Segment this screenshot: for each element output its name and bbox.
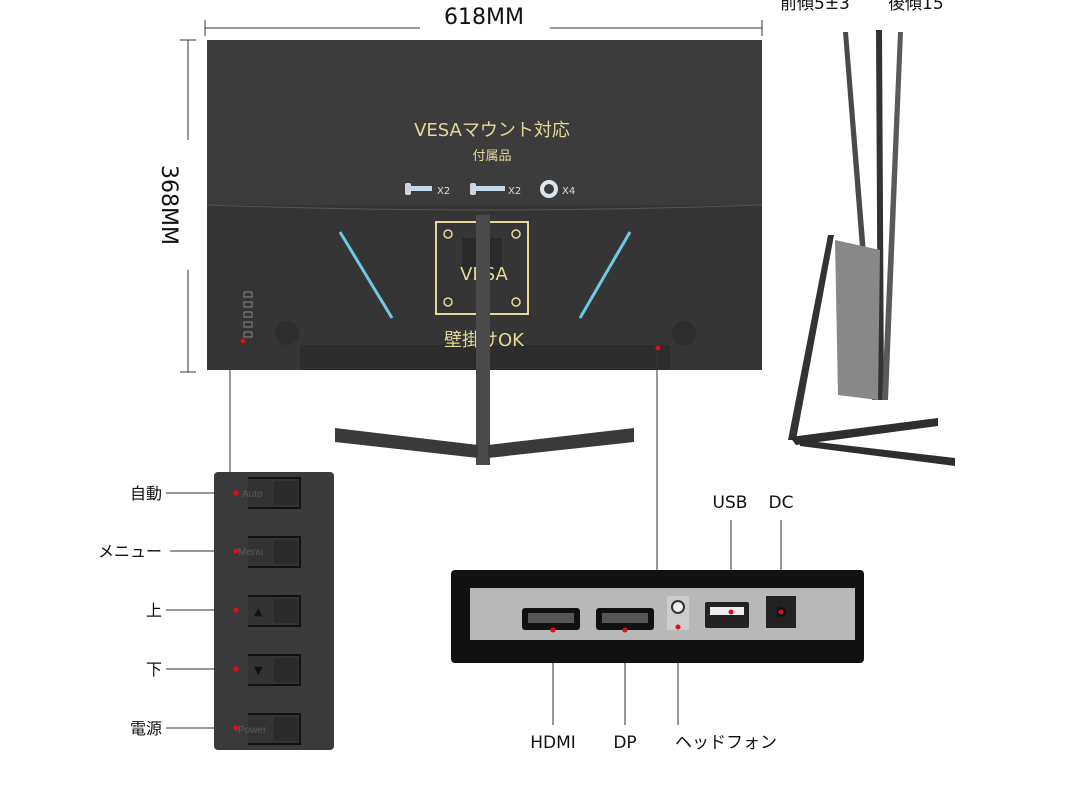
dp-label: DP [613, 733, 636, 753]
accessory-screw-2: X2 [470, 183, 521, 197]
height-label: 368MM [156, 165, 181, 245]
height-dimension: 368MM [156, 39, 196, 373]
tilt-backward-label: 後傾15 [888, 0, 944, 14]
button-label: メニュー [98, 542, 162, 561]
button-label: 自動 [130, 484, 162, 503]
usb-label: USB [713, 493, 748, 513]
vesa-title: VESAマウント対応 [414, 120, 570, 141]
speaker-grille-left [275, 321, 299, 345]
osd-button-auto[interactable]: 自動 Auto [130, 477, 301, 509]
stand-neck [476, 215, 490, 465]
screw-icon [405, 183, 411, 195]
tilt-forward-label: 前傾5±3 [780, 0, 850, 14]
accessory-screw-1: X2 [405, 183, 450, 197]
button-key: ▲ [254, 605, 263, 618]
accessory-qty: X2 [437, 186, 450, 197]
accessories-title: 付属品 [472, 149, 511, 164]
dc-label: DC [769, 493, 794, 513]
width-label: 618MM [444, 5, 524, 30]
dc-port [766, 596, 796, 628]
osd-button-power[interactable]: 電源 Power [130, 713, 301, 745]
accent-line-left [338, 231, 394, 319]
button-key: ▼ [254, 664, 263, 677]
button-key: Menu [238, 547, 263, 558]
accessory-qty: X4 [562, 186, 575, 197]
width-dimension: 618MM [204, 4, 763, 36]
washer-icon [540, 180, 558, 198]
port-panel [451, 570, 864, 663]
hdmi-label: HDMI [530, 733, 576, 753]
stand-foot-left [335, 428, 478, 458]
button-key: Auto [242, 489, 263, 500]
stand-foot-right [488, 428, 634, 458]
button-label: 下 [146, 660, 162, 679]
side-view [788, 30, 955, 466]
button-label: 電源 [130, 719, 162, 738]
osd-button-up[interactable]: 上 ▲ [146, 595, 301, 627]
usb-port [705, 602, 749, 628]
side-buttons [243, 291, 253, 338]
monitor-back: VESAマウント対応 付属品 X2 X2 X4 VESA 壁掛けOK [206, 40, 763, 465]
accessory-washer: X4 [540, 180, 575, 198]
speaker-grille-right [672, 321, 696, 345]
osd-button-menu[interactable]: メニュー Menu [98, 536, 301, 568]
osd-button-down[interactable]: 下 ▼ [146, 654, 301, 686]
accent-line-right [578, 231, 632, 319]
headphone-label: ヘッドフォン [675, 733, 777, 753]
button-label: 上 [146, 601, 162, 620]
hdmi-port [522, 608, 580, 633]
screw-icon [470, 183, 476, 195]
button-key: Power [238, 725, 267, 736]
dp-port [596, 608, 654, 633]
headphone-jack [667, 596, 689, 630]
accessory-qty: X2 [508, 186, 521, 197]
